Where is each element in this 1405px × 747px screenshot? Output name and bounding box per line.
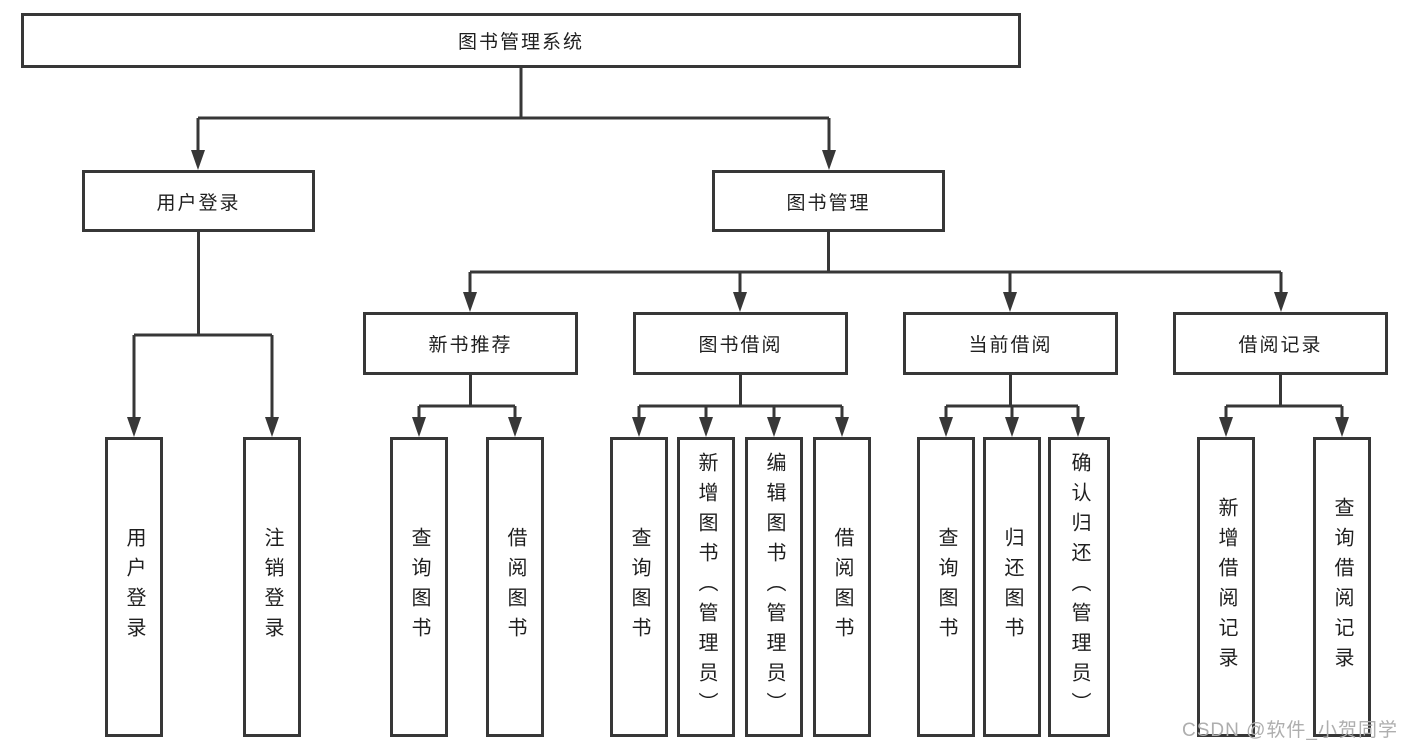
arrowhead-down-icon	[1274, 292, 1288, 312]
arrowhead-down-icon	[822, 150, 836, 170]
node-library-management-system: 图书管理系统	[21, 13, 1021, 68]
arrowhead-down-icon	[835, 417, 849, 437]
node-label: 注销登录	[261, 527, 283, 647]
arrowhead-down-icon	[127, 417, 141, 437]
node-borrowing-records: 借阅记录	[1173, 312, 1388, 375]
arrowhead-down-icon	[412, 417, 426, 437]
leaf-query-books-borrow: 查询图书	[610, 437, 668, 737]
node-label: 确认归还（管理员）	[1068, 452, 1090, 722]
arrowhead-down-icon	[733, 292, 747, 312]
arrowhead-down-icon	[632, 417, 646, 437]
leaf-borrow-books-recommend: 借阅图书	[486, 437, 544, 737]
node-label: 借阅图书	[504, 527, 526, 647]
arrowhead-down-icon	[699, 417, 713, 437]
leaf-edit-books-admin: 编辑图书（管理员）	[745, 437, 803, 737]
node-label: 借阅图书	[831, 527, 853, 647]
node-current-borrowing: 当前借阅	[903, 312, 1118, 375]
leaf-query-books-recommend: 查询图书	[390, 437, 448, 737]
arrowhead-down-icon	[508, 417, 522, 437]
leaf-add-books-admin: 新增图书（管理员）	[677, 437, 735, 737]
leaf-return-books: 归还图书	[983, 437, 1041, 737]
node-label: 新增借阅记录	[1215, 497, 1237, 677]
node-label: 归还图书	[1001, 527, 1023, 647]
arrowhead-down-icon	[1071, 417, 1085, 437]
node-label: 查询图书	[408, 527, 430, 647]
node-label: 借阅记录	[1238, 335, 1323, 356]
arrowhead-down-icon	[265, 417, 279, 437]
node-label: 当前借阅	[968, 335, 1053, 356]
arrowhead-down-icon	[463, 292, 477, 312]
node-label: 图书管理系统	[457, 32, 584, 53]
leaf-user-login: 用户登录	[105, 437, 163, 737]
node-label: 用户登录	[123, 527, 145, 647]
node-label: 图书管理	[786, 192, 871, 214]
node-book-management: 图书管理	[712, 170, 945, 232]
leaf-logout: 注销登录	[243, 437, 301, 737]
arrowhead-down-icon	[767, 417, 781, 437]
node-label: 图书借阅	[698, 335, 783, 356]
arrowhead-down-icon	[1005, 417, 1019, 437]
node-label: 查询借阅记录	[1331, 497, 1353, 677]
node-new-book-recommendation: 新书推荐	[363, 312, 578, 375]
node-label: 新增图书（管理员）	[695, 452, 717, 722]
node-label: 新书推荐	[428, 335, 513, 356]
leaf-confirm-return-admin: 确认归还（管理员）	[1048, 437, 1110, 737]
arrowhead-down-icon	[1335, 417, 1349, 437]
leaf-add-borrow-record: 新增借阅记录	[1197, 437, 1255, 737]
leaf-query-books-current: 查询图书	[917, 437, 975, 737]
node-label: 查询图书	[628, 527, 650, 647]
leaf-borrow-books: 借阅图书	[813, 437, 871, 737]
arrowhead-down-icon	[1219, 417, 1233, 437]
node-label: 用户登录	[156, 192, 241, 214]
leaf-query-borrow-record: 查询借阅记录	[1313, 437, 1371, 737]
node-label: 查询图书	[935, 527, 957, 647]
watermark: CSDN @软件_小贺同学	[1182, 720, 1398, 741]
node-book-borrowing: 图书借阅	[633, 312, 848, 375]
arrowhead-down-icon	[191, 150, 205, 170]
arrowhead-down-icon	[939, 417, 953, 437]
node-user-login-branch: 用户登录	[82, 170, 315, 232]
arrowhead-down-icon	[1003, 292, 1017, 312]
node-label: 编辑图书（管理员）	[763, 452, 785, 722]
